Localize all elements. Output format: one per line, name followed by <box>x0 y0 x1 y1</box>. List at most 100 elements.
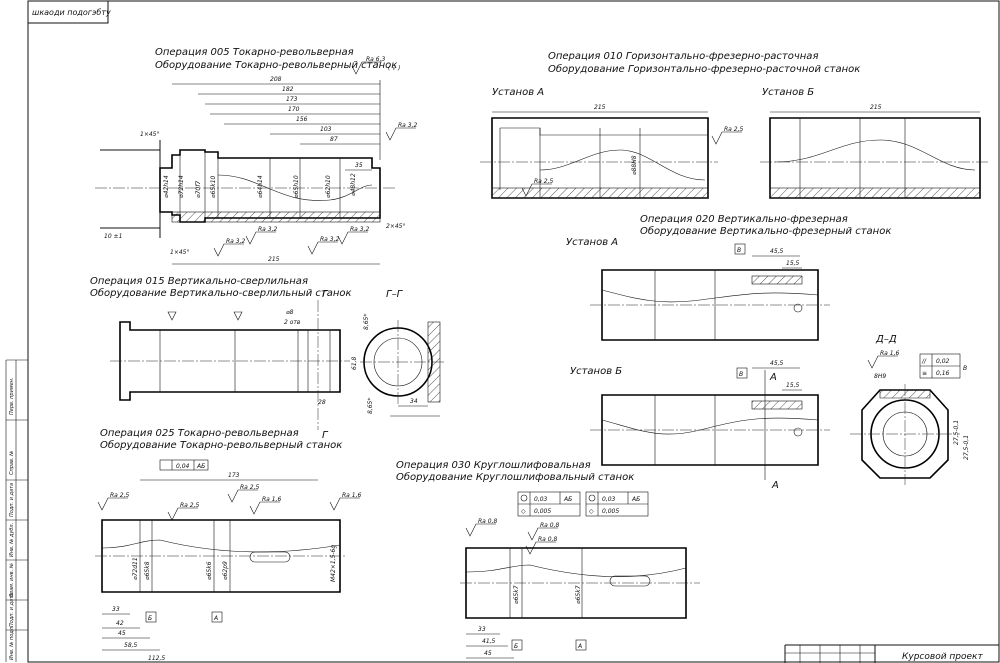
op030-tol-1-a: 0,03 <box>534 496 548 503</box>
op005-dim-215: 215 <box>268 256 280 263</box>
op015-dim-2: 61,8 <box>351 356 358 370</box>
op025-dim-58: 58,5 <box>124 642 138 649</box>
op005-diam-5: ⌀64h14 <box>257 175 264 198</box>
op005-dim-208: 208 <box>270 76 282 83</box>
op020-base-b: В <box>739 371 743 378</box>
op020-sec-dim-1: 27,5-0,1 <box>953 420 960 445</box>
op020-equipment: Оборудование Вертикально-фрезерный стано… <box>640 225 891 237</box>
op030-dim-41: 41,5 <box>482 638 496 645</box>
side-strip-label-4: Инв. № дубл. <box>9 523 15 557</box>
op005-block: Операция 005 Токарно-револьверная Оборуд… <box>95 47 417 265</box>
op010-diam: ⌀88H8 <box>631 155 638 175</box>
op005-top-dims: 208 182 173 170 156 103 87 35 <box>172 76 381 171</box>
op010-hatch-b <box>769 187 981 199</box>
op020-setup-b: Установ Б <box>570 366 622 377</box>
op005-ra-1-symbol <box>385 127 417 141</box>
op005-ra-3: Ra 3,2 <box>258 226 277 233</box>
op020-view-top: А <box>769 372 777 383</box>
side-strip-label-6: Подп. и дата <box>9 593 15 627</box>
op020-block: Операция 020 Вертикально-фрезерная Обору… <box>566 214 970 491</box>
op010-ra2: Ra 2,5 <box>534 178 553 185</box>
op030-diam-1: ⌀65k7 <box>513 585 520 604</box>
op030-diam-2: ⌀65k7 <box>575 585 582 604</box>
op030-tol-2-b: АБ <box>631 496 640 503</box>
op010-setup-b: Установ Б <box>762 87 814 98</box>
op005-ra-2: Ra 3,2 <box>226 238 245 245</box>
op005-diam-4: ⌀65k10 <box>210 175 217 198</box>
op015-holes: 2 отв <box>284 319 301 326</box>
op015-dim-28: 34 <box>410 398 418 405</box>
op020-ra-symbol <box>867 355 899 369</box>
op025-ra-4: Ra 1,6 <box>262 496 281 503</box>
op030-tol-2-c: 0,005 <box>602 508 619 515</box>
op025-dim-112: 112,5 <box>148 655 165 662</box>
op020-fit: 8H9 <box>874 373 886 380</box>
op030-tol-2-symbol: ◇ <box>589 508 594 515</box>
title-block: Курсовой проект <box>784 644 999 663</box>
op020-setup-a: Установ А <box>566 237 618 248</box>
op020-view-bottom: А <box>771 480 779 491</box>
title-block-text: Курсовой проект <box>902 652 983 662</box>
op010-ra: Ra 2,5 <box>724 126 743 133</box>
op025-ra-5-symbol <box>329 497 361 511</box>
op025-tol: 0,04 <box>176 463 190 470</box>
op015-block: Операция 015 Вертикально-сверлильная Обо… <box>90 276 445 441</box>
op025-dim-173: 173 <box>228 472 240 479</box>
side-strip-label-3: Подп. и дата <box>9 483 15 517</box>
op025-ra-1-symbol <box>97 497 129 511</box>
op030-title: Операция 030 Круглошлифовальная <box>396 460 591 471</box>
op025-ra-5: Ra 1,6 <box>342 492 361 499</box>
op020-tol-symbol-2: ≡ <box>922 370 927 377</box>
op005-ra-bracket: ( √ ) <box>388 65 400 72</box>
side-strip: Перв. примен. Справ. № Подп. и дата Инв.… <box>9 377 15 660</box>
op015-cut-bottom: Г <box>322 430 329 441</box>
op020-tol-symbol-1: // <box>921 358 927 365</box>
op005-dim-103: 103 <box>320 126 332 133</box>
op015-title: Операция 015 Вертикально-сверлильная <box>90 276 308 287</box>
op025-ra-4-symbol <box>249 501 281 515</box>
op010-setup-a: Установ А <box>492 87 544 98</box>
op005-chamfer-1: 1×45° <box>140 131 159 138</box>
op020-dim-4: 15,5 <box>786 382 800 389</box>
op010-block: Операция 010 Горизонтально-фрезерно-раст… <box>480 51 990 199</box>
op025-thread: M42×1,5-6g <box>330 545 337 582</box>
op030-equipment: Оборудование Круглошлифовальный станок <box>396 471 634 483</box>
op020-tol-1: 0,02 <box>936 358 950 365</box>
op005-ra-5: Ra 3,2 <box>350 226 369 233</box>
op005-ra-1: Ra 3,2 <box>398 122 417 129</box>
op005-dim-87: 87 <box>330 136 338 143</box>
op005-dim-170: 170 <box>288 106 300 113</box>
op030-dim-33: 33 <box>478 626 486 633</box>
op020-dim-3: 45,5 <box>770 360 784 367</box>
op025-ra-3: Ra 2,5 <box>240 484 259 491</box>
op005-dim-182: 182 <box>282 86 294 93</box>
op015-dim-1: 8,65* <box>363 314 370 330</box>
op025-equipment: Оборудование Токарно-револьверный станок <box>100 439 342 451</box>
op025-diam-2: ⌀65k8 <box>144 561 151 580</box>
op005-title: Операция 005 Токарно-револьверная <box>155 47 354 58</box>
op020-section: Д–Д <box>875 334 897 345</box>
op025-ra-2: Ra 2,5 <box>180 502 199 509</box>
op020-dim-1: 45,5 <box>770 248 784 255</box>
side-strip-label-2: Справ. № <box>9 451 15 475</box>
stamp-text: шкаоди подогэбту <box>32 8 111 17</box>
op020-base-a: В <box>737 247 741 254</box>
op015-cut-top: Г <box>322 289 329 300</box>
side-strip-label-7: Инв. № подл. <box>9 626 15 661</box>
op030-ra-1-symbol <box>465 523 497 537</box>
side-strip-label-1: Перв. примен. <box>9 377 15 415</box>
op020-sec-dim-2: 27,5-0,1 <box>963 435 970 460</box>
op005-diam-7: ⌀62h10 <box>325 175 332 198</box>
op005-ra-5-symbol <box>337 231 369 245</box>
op030-tol-2-a: 0,03 <box>602 496 616 503</box>
op025-base-b: Б <box>148 615 152 622</box>
op030-base-a: А <box>577 643 582 650</box>
op005-ra-4-symbol <box>307 241 339 255</box>
op005-chamfer-2: 1×45° <box>170 249 189 256</box>
op025-dim-42: 42 <box>116 620 124 627</box>
op005-ra-2-symbol <box>213 243 245 257</box>
op025-ra-1: Ra 2,5 <box>110 492 129 499</box>
op025-block: Операция 025 Токарно-револьверная Оборуд… <box>95 428 361 663</box>
op030-tol-1-b: АБ <box>563 496 572 503</box>
op025-dim-45: 45 <box>118 630 126 637</box>
